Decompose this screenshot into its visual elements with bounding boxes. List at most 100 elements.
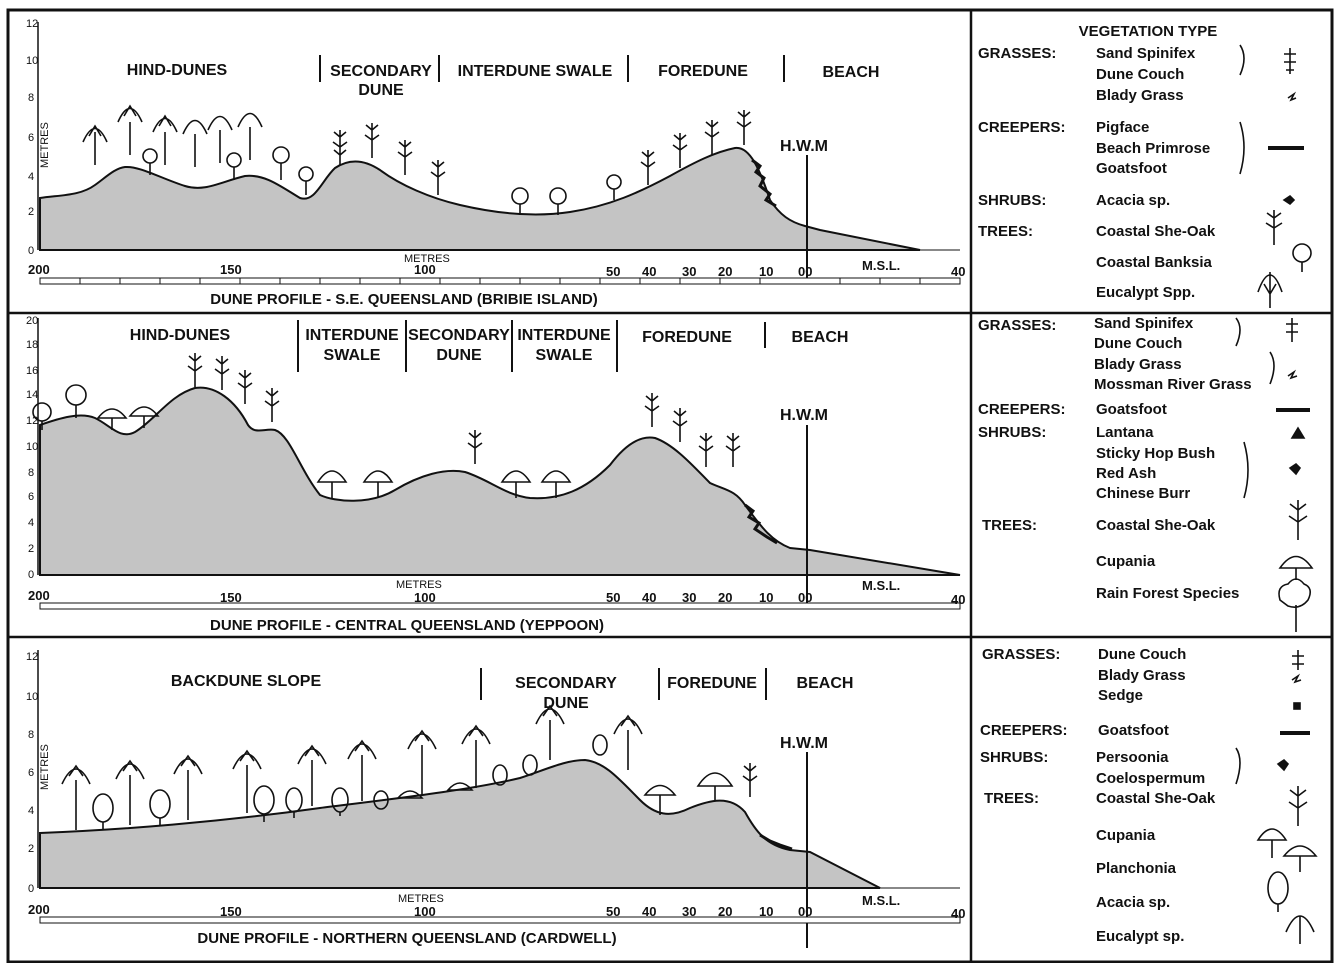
x-axis-label: METRES xyxy=(404,253,450,265)
legend-item: Blady Grass xyxy=(1098,667,1186,684)
legend-item: Acacia sp. xyxy=(1096,192,1170,209)
legend-item: Dune Couch xyxy=(1098,646,1186,663)
y-tick: 6 xyxy=(28,767,34,779)
legend-item: Red Ash xyxy=(1096,465,1156,482)
x-tick: 30 xyxy=(682,904,696,919)
x-tick: 20 xyxy=(718,904,732,919)
x-tick: 150 xyxy=(220,904,242,919)
y-tick: 4 xyxy=(28,805,34,817)
dune-profile-yeppoon xyxy=(39,386,961,576)
x-ticks-bribie: 200 150 100 50 40 30 20 10 00 40 xyxy=(28,262,965,279)
panel-bribie: 12 10 8 6 4 2 0 METRES HIND-DUNES SECOND… xyxy=(26,18,1312,308)
legend-cardwell: GRASSES: Dune Couch Blady Grass Sedge CR… xyxy=(980,646,1318,945)
x-tick: 10 xyxy=(759,264,773,279)
y-tick: 2 xyxy=(28,843,34,855)
legend-item: Acacia sp. xyxy=(1096,894,1170,911)
zone-label: INTERDUNE xyxy=(305,327,399,344)
legend-category: GRASSES: xyxy=(978,45,1056,62)
zone-label: BEACH xyxy=(823,64,880,81)
y-ticks-cardwell: 12 10 8 6 4 2 0 xyxy=(26,651,38,895)
legend-item: Dune Couch xyxy=(1096,66,1184,83)
x-tick: 00 xyxy=(798,590,812,605)
shrub-icon xyxy=(1288,426,1306,476)
legend-item: Coelospermum xyxy=(1096,770,1205,787)
vegetation-glyphs-yeppoon xyxy=(32,353,778,545)
vegetation-glyphs-bribie xyxy=(82,104,777,215)
tree-icon xyxy=(1278,500,1314,632)
y-tick: 12 xyxy=(26,18,38,30)
x-tick: 50 xyxy=(606,590,620,605)
zone-label: INTERDUNE SWALE xyxy=(458,63,613,80)
legend-item: Beach Primrose xyxy=(1096,140,1210,157)
legend-category: CREEPERS: xyxy=(978,119,1066,136)
x-tick: 10 xyxy=(759,590,773,605)
msl-label: M.S.L. xyxy=(862,578,900,593)
x-tick: 40 xyxy=(642,590,656,605)
y-tick: 14 xyxy=(26,389,38,401)
y-tick: 8 xyxy=(28,92,34,104)
legend-category: SHRUBS: xyxy=(980,749,1048,766)
legend-category: TREES: xyxy=(982,517,1037,534)
grass-icon xyxy=(1284,48,1297,102)
hwm-label: H.W.M xyxy=(780,735,828,752)
legend-item: Eucalypt sp. xyxy=(1096,928,1184,945)
y-tick: 10 xyxy=(26,441,38,453)
y-tick: 6 xyxy=(28,132,34,144)
legend-item: Chinese Burr xyxy=(1096,485,1190,502)
y-tick: 2 xyxy=(28,206,34,218)
x-tick: 10 xyxy=(759,904,773,919)
legend-item: Coastal Banksia xyxy=(1096,254,1213,271)
x-axis-label: METRES xyxy=(398,893,444,905)
legend-category: SHRUBS: xyxy=(978,424,1046,441)
legend-category: CREEPERS: xyxy=(980,722,1068,739)
zone-label: FOREDUNE xyxy=(642,329,732,346)
y-tick: 16 xyxy=(26,365,38,377)
x-tick: 20 xyxy=(718,590,732,605)
vegetation-glyphs-cardwell xyxy=(61,704,793,851)
x-axis-label: METRES xyxy=(396,579,442,591)
legend-category: GRASSES: xyxy=(982,646,1060,663)
zone-label: HIND-DUNES xyxy=(127,62,228,79)
y-tick: 20 xyxy=(26,315,38,327)
x-tick: 30 xyxy=(682,264,696,279)
hwm-label: H.W.M xyxy=(780,407,828,424)
x-tick: 40 xyxy=(951,592,965,607)
legend-item: Goatsfoot xyxy=(1096,401,1167,418)
legend-item: Sand Spinifex xyxy=(1096,45,1196,62)
x-ticks-yeppoon: 200 150 100 50 40 30 20 10 00 40 xyxy=(28,588,965,607)
y-tick: 6 xyxy=(28,491,34,503)
x-tick: 200 xyxy=(28,588,50,603)
legend-item: Coastal She-Oak xyxy=(1096,790,1216,807)
panel-cardwell: 12 10 8 6 4 2 0 METRES BACKDUNE SLOPE SE… xyxy=(26,646,1318,948)
y-axis-label: METRES xyxy=(39,744,51,790)
legend-item: Lantana xyxy=(1096,424,1154,441)
x-tick: 00 xyxy=(798,904,812,919)
legend-category: CREEPERS: xyxy=(978,401,1066,418)
zone-label: SWALE xyxy=(324,347,381,364)
x-tick: 150 xyxy=(220,590,242,605)
y-axis-label: METRES xyxy=(39,122,51,168)
x-tick: 30 xyxy=(682,590,696,605)
y-tick: 4 xyxy=(28,171,34,183)
zone-label: BEACH xyxy=(797,675,854,692)
legend-item: Blady Grass xyxy=(1096,87,1184,104)
legend-item: Coastal She-Oak xyxy=(1096,223,1216,240)
zone-label: SECONDARY xyxy=(515,675,617,692)
x-tick: 200 xyxy=(28,902,50,917)
x-tick: 40 xyxy=(642,904,656,919)
zone-label: FOREDUNE xyxy=(667,675,757,692)
legend-item: Blady Grass xyxy=(1094,356,1182,373)
legend-item: Sand Spinifex xyxy=(1094,315,1194,332)
zone-label: BACKDUNE SLOPE xyxy=(171,673,322,690)
brace-icon xyxy=(1239,44,1245,175)
legend-item: Pigface xyxy=(1096,119,1149,136)
legend-item: Eucalypt Spp. xyxy=(1096,284,1195,301)
hwm-label: H.W.M xyxy=(780,138,828,155)
zone-label: SECONDARY xyxy=(330,63,432,80)
legend-item: Coastal She-Oak xyxy=(1096,517,1216,534)
x-tick: 50 xyxy=(606,264,620,279)
legend-title: VEGETATION TYPE xyxy=(1079,23,1218,40)
legend-item: Goatsfoot xyxy=(1096,160,1167,177)
legend-item: Planchonia xyxy=(1096,860,1177,877)
